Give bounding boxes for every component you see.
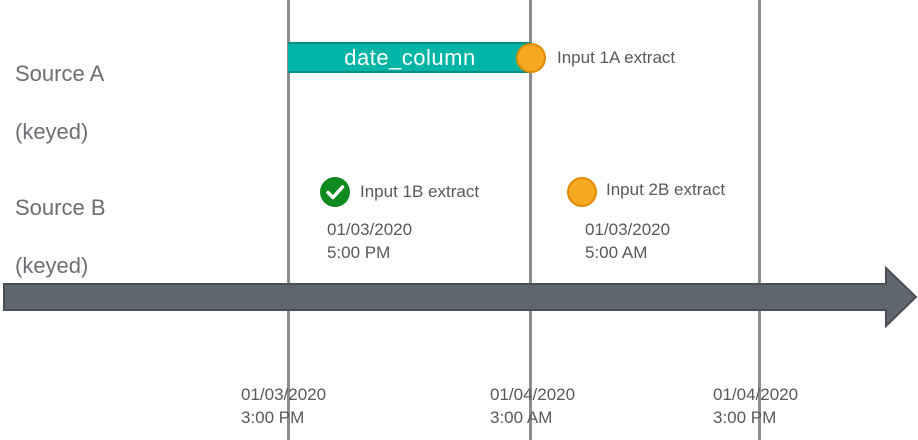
axis-tick-3-time: 3:00 PM: [713, 408, 777, 427]
checkmark-icon: [326, 185, 345, 200]
axis-tick-label-3: 01/04/2020 3:00 PM: [713, 383, 798, 429]
axis-tick-label-2: 01/04/2020 3:00 AM: [490, 383, 575, 429]
source-b-qualifier: (keyed): [15, 253, 89, 278]
axis-tick-2-date: 01/04/2020: [490, 385, 576, 404]
input-1b-label: Input 1B extract: [360, 182, 480, 201]
source-a-label: Source A (keyed): [15, 30, 104, 175]
date-column-label: date_column: [344, 44, 476, 70]
orange-circle-icon: [567, 177, 597, 207]
axis-tick-label-1: 01/03/2020 3:00 PM: [241, 383, 326, 429]
timeline-arrow: [3, 265, 918, 329]
source-a-qualifier: (keyed): [15, 119, 89, 144]
gridline-tick-1: [287, 0, 290, 440]
gridline-tick-2: [529, 0, 532, 440]
source-b-name: Source B: [15, 195, 106, 220]
orange-circle-icon: [516, 43, 546, 73]
input-1b-time: 5:00 PM: [327, 243, 391, 262]
axis-tick-1-time: 3:00 PM: [241, 408, 305, 427]
axis-tick-3-date: 01/04/2020: [713, 385, 799, 404]
green-check-icon: [320, 177, 350, 207]
source-b-label: Source B (keyed): [15, 164, 106, 309]
date-column-bar: date_column: [288, 42, 532, 73]
axis-tick-1-date: 01/03/2020: [241, 385, 327, 404]
input-1a-label: Input 1A extract: [557, 48, 676, 67]
input-2b-label: Input 2B extract: [606, 180, 726, 199]
source-a-name: Source A: [15, 61, 105, 86]
input-1b-date: 01/03/2020: [327, 220, 413, 239]
axis-tick-2-time: 3:00 AM: [490, 408, 553, 427]
gridline-tick-3: [758, 0, 761, 440]
input-2b-timestamp: 01/03/2020 5:00 AM: [585, 218, 670, 264]
input-1b-timestamp: 01/03/2020 5:00 PM: [327, 218, 412, 264]
input-2b-time: 5:00 AM: [585, 243, 648, 262]
input-2b-date: 01/03/2020: [585, 220, 671, 239]
